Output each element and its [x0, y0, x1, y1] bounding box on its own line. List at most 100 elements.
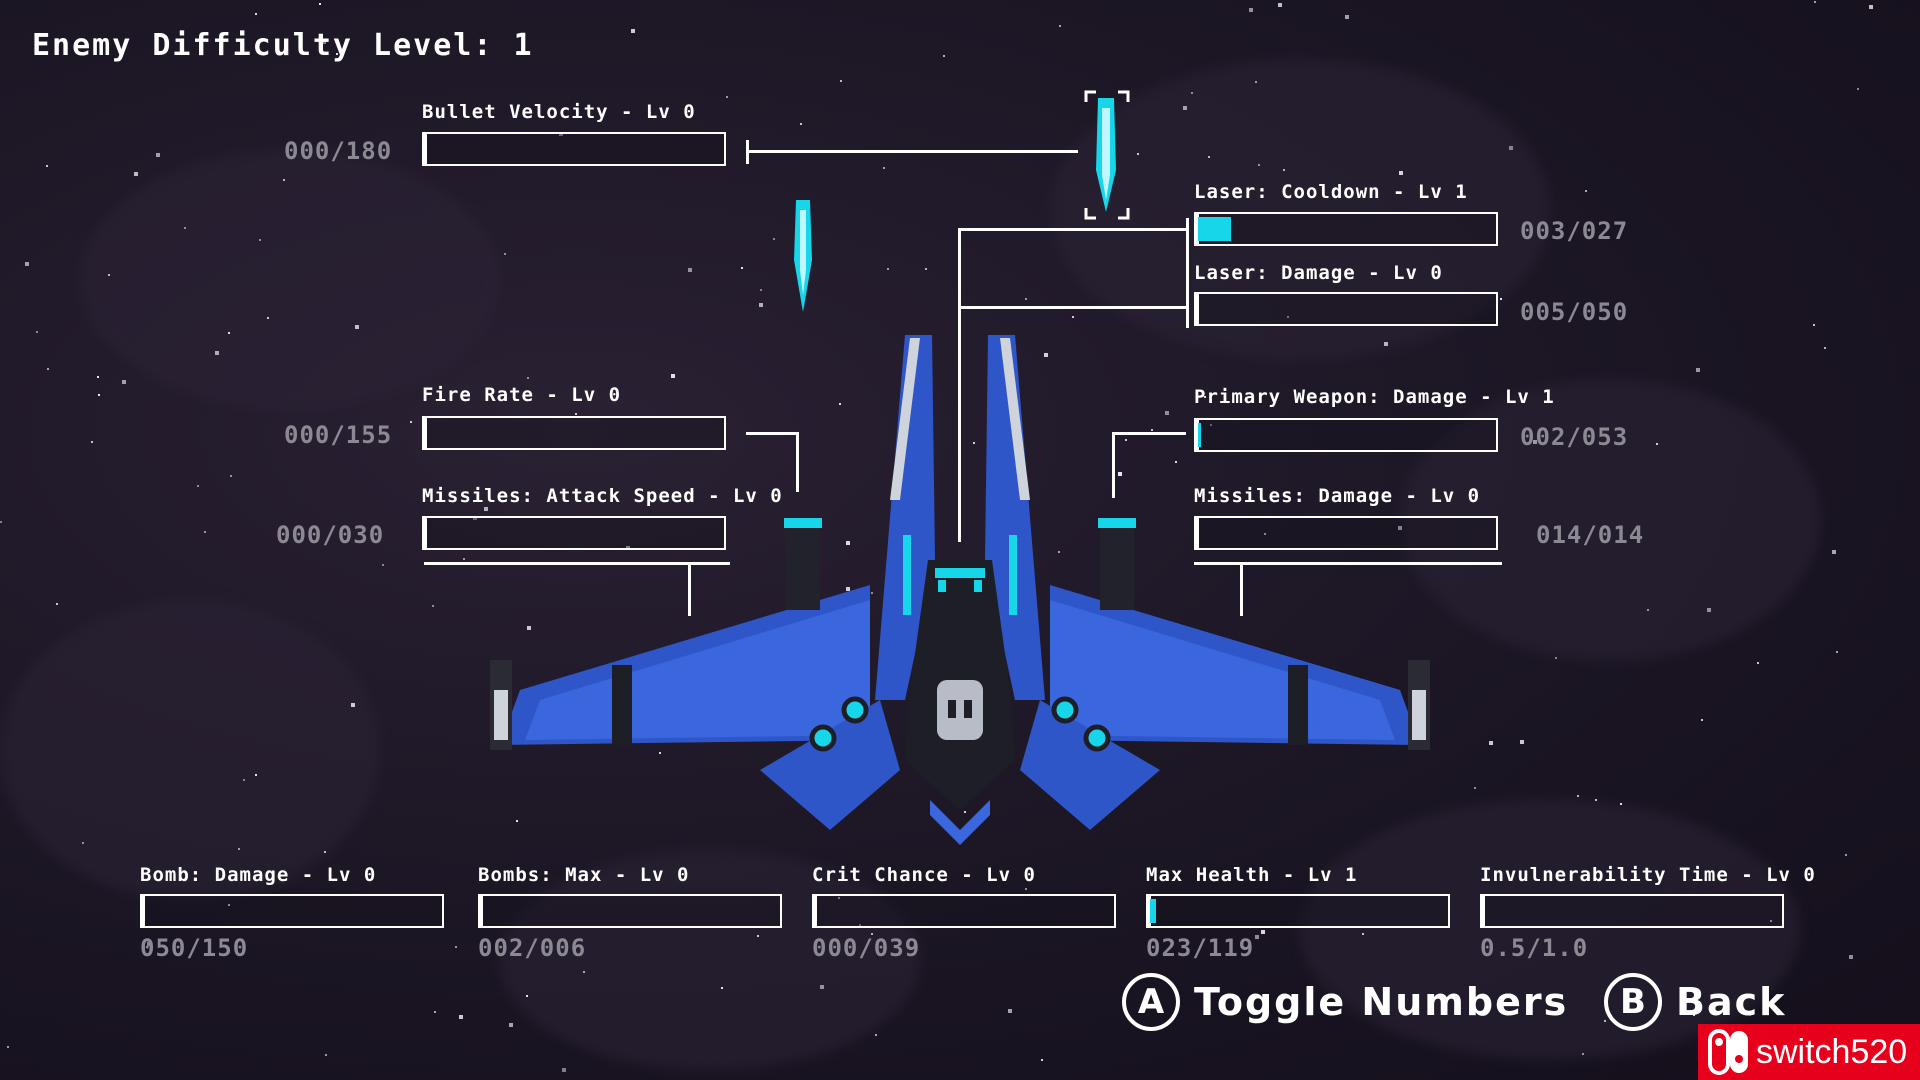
star [760, 289, 762, 291]
star [973, 442, 975, 444]
stat-value-crit-chance: 000/039 [812, 934, 921, 962]
star [1500, 298, 1502, 300]
enemy-difficulty-level: Enemy Difficulty Level: 1 [32, 28, 534, 63]
connector-line [958, 306, 1186, 309]
star [1255, 935, 1259, 939]
star [1836, 651, 1838, 653]
star [1770, 920, 1772, 922]
connector-line [958, 228, 1186, 231]
star [773, 238, 775, 240]
star [1292, 994, 1296, 998]
star [1620, 803, 1622, 805]
star [91, 441, 93, 443]
star [721, 987, 723, 989]
star [184, 227, 186, 229]
connector-line [746, 150, 1078, 153]
stat-value-primary-weapon-damage: 002/053 [1520, 423, 1629, 451]
star [1520, 740, 1524, 744]
stat-value-bombs-max: 002/006 [478, 934, 587, 962]
star [631, 29, 635, 33]
star [596, 874, 598, 876]
stat-label-crit-chance: Crit Chance - Lv 0 [812, 864, 1036, 886]
star [432, 605, 434, 607]
connector-line [1186, 218, 1189, 328]
stat-bar-primary-weapon-damage [1194, 418, 1498, 452]
star [1585, 190, 1587, 192]
connector-line [1112, 432, 1115, 498]
stat-bar-invulnerability-time [1480, 894, 1784, 928]
star [726, 96, 728, 98]
stat-label-bombs-max: Bombs: Max - Lv 0 [478, 864, 690, 886]
stat-bar-bullet-velocity [422, 132, 726, 166]
star [1577, 795, 1579, 797]
stat-label-laser-damage: Laser: Damage - Lv 0 [1194, 262, 1443, 284]
toggle-numbers-button[interactable]: A Toggle Numbers [1122, 970, 1568, 1034]
back-label: Back [1676, 980, 1787, 1024]
star [1845, 854, 1847, 856]
star [671, 374, 675, 378]
star [925, 268, 927, 270]
star [1398, 526, 1402, 530]
star [516, 820, 518, 822]
star [322, 40, 326, 44]
star [46, 165, 48, 167]
star [0, 521, 2, 523]
stat-label-bomb-damage: Bomb: Damage - Lv 0 [140, 864, 377, 886]
star [1059, 25, 1061, 27]
connector-line [1240, 562, 1243, 616]
star [1258, 164, 1260, 166]
stat-bar-fire-rate [422, 416, 726, 450]
star [509, 1023, 513, 1027]
star [562, 1068, 566, 1072]
star [1283, 169, 1285, 171]
star [826, 717, 828, 719]
star [757, 935, 759, 937]
star [82, 842, 84, 844]
connector-line [424, 562, 730, 565]
star [846, 587, 850, 591]
star [887, 268, 889, 270]
star [943, 55, 945, 57]
stat-bar-laser-damage [1194, 292, 1498, 326]
star [36, 331, 38, 333]
star [434, 1011, 436, 1013]
star [862, 790, 864, 792]
back-button[interactable]: B Back [1604, 970, 1786, 1034]
star [7, 1046, 9, 1048]
star [1125, 439, 1127, 441]
star [1249, 8, 1253, 12]
star [1595, 799, 1597, 801]
star [267, 317, 269, 319]
star [839, 403, 841, 405]
star [228, 904, 230, 906]
b-button-icon: B [1604, 973, 1662, 1031]
star [1474, 787, 1476, 789]
star [1204, 396, 1206, 398]
star [1707, 608, 1711, 612]
connector-line [1112, 432, 1186, 435]
star [1399, 171, 1403, 175]
stat-fill [1198, 423, 1201, 447]
star [324, 851, 326, 853]
stat-value-laser-damage: 005/050 [1520, 298, 1629, 326]
star [559, 132, 563, 136]
star [484, 507, 488, 511]
star [527, 626, 531, 630]
star [1216, 700, 1220, 704]
stat-bar-bomb-damage [140, 894, 444, 928]
star [527, 377, 529, 379]
star [1369, 683, 1371, 685]
star [1025, 298, 1027, 300]
star [659, 752, 661, 754]
star [800, 123, 802, 125]
star [1183, 106, 1187, 110]
star [255, 774, 257, 776]
star [98, 394, 100, 396]
star [688, 268, 692, 272]
star [1345, 15, 1349, 19]
stat-value-bomb-damage: 050/150 [140, 934, 249, 962]
connector-line [796, 432, 799, 492]
star [47, 368, 49, 370]
star [1824, 347, 1826, 349]
star [1647, 609, 1649, 611]
